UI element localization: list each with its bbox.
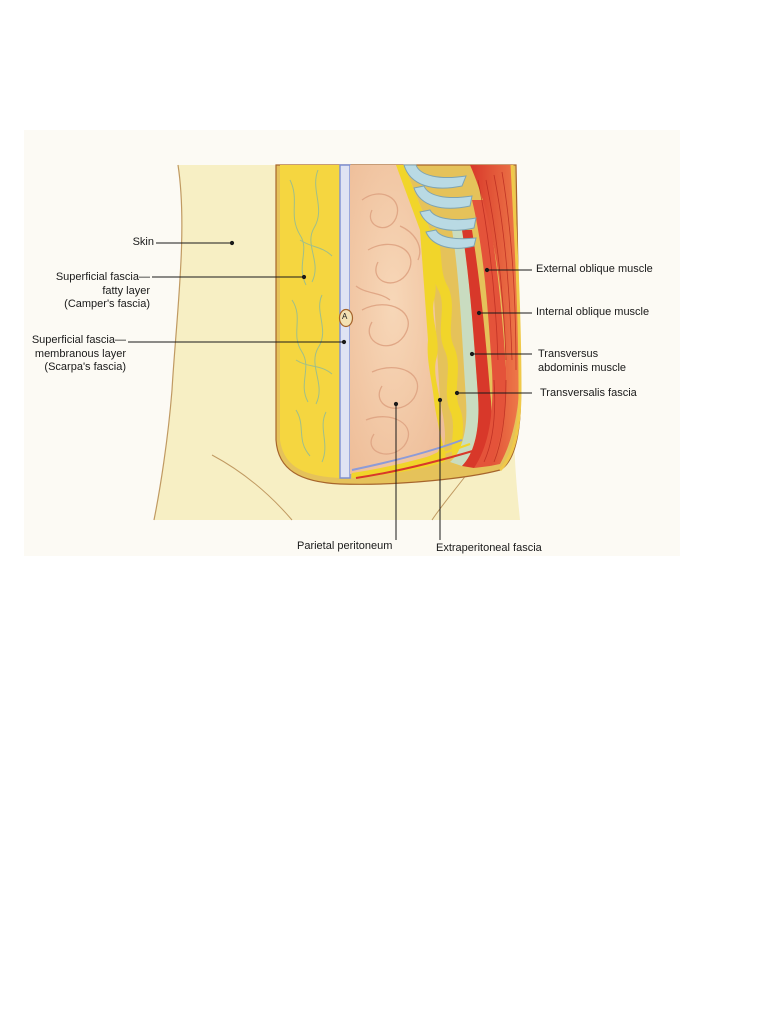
label-transversalis-fascia: Transversalis fascia xyxy=(540,387,637,399)
groin-line-left xyxy=(211,454,293,521)
fat-lobules xyxy=(289,169,333,463)
label-membranous-layer-line3: (Scarpa's fascia) xyxy=(44,361,126,373)
ribs xyxy=(403,164,477,249)
marker-a-circle xyxy=(338,308,354,328)
external-oblique xyxy=(470,165,521,466)
fatty-layer xyxy=(280,165,340,478)
label-transversus: Transversus abdominis muscle xyxy=(538,348,626,375)
label-membranous-layer-line2: membranous layer xyxy=(34,347,126,360)
label-transversus-line2: abdominis muscle xyxy=(538,361,627,374)
skin-outline-left xyxy=(153,164,183,521)
label-transversus-line1: Transversus xyxy=(538,348,599,360)
internal-oblique xyxy=(472,200,507,468)
label-fatty-layer-line3: (Camper's fascia) xyxy=(64,298,150,310)
label-membranous-layer-line1: Superficial fascia— xyxy=(31,334,126,346)
label-fatty-layer: Superficial fascia— fatty layer (Camper'… xyxy=(20,271,150,312)
extraperitoneal-fat xyxy=(352,165,446,478)
marker-a-label: A xyxy=(342,312,348,321)
inferior-layers xyxy=(351,439,477,479)
label-internal-oblique: Internal oblique muscle xyxy=(536,306,650,318)
extraperitoneal-edge xyxy=(425,227,465,465)
label-membranous-layer: Superficial fascia— membranous layer (Sc… xyxy=(10,334,126,375)
label-fatty-layer-line1: Superficial fascia— xyxy=(55,271,150,283)
skin-outline-right xyxy=(498,164,522,472)
label-external-oblique: External oblique muscle xyxy=(536,263,653,275)
label-parietal-peritoneum: Parietal peritoneum xyxy=(297,540,393,552)
transversalis-fascia xyxy=(450,230,479,466)
leader-lines xyxy=(128,240,532,540)
label-extraperitoneal-fascia: Extraperitoneal fascia xyxy=(436,542,542,554)
label-skin: Skin xyxy=(132,236,154,248)
intestine-folds xyxy=(355,193,421,455)
transversus-abdominis xyxy=(462,230,492,468)
label-fatty-layer-line2: fatty layer xyxy=(102,284,150,297)
